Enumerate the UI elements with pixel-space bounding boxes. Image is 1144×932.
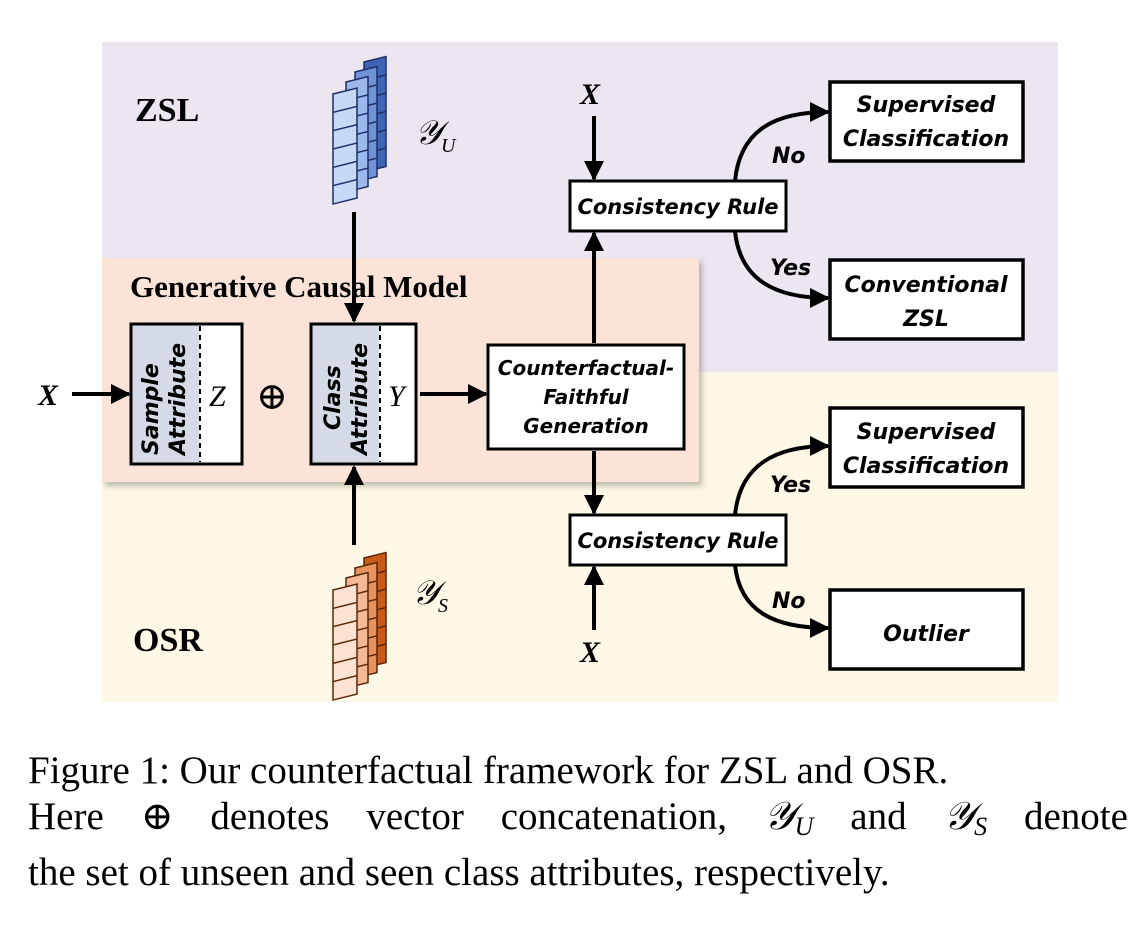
svg-text:Consistency Rule: Consistency Rule xyxy=(577,195,778,219)
concat-symbol: ⊕ xyxy=(256,376,288,418)
vector-cell-divider xyxy=(333,638,357,646)
svg-text:Faithful: Faithful xyxy=(543,385,629,409)
edge-label-top-no: No xyxy=(772,144,806,169)
x-input-top: X xyxy=(579,78,601,111)
sample-attribute-label-1: Sample xyxy=(139,363,164,455)
arrows xyxy=(72,102,830,638)
vector-cell-divider xyxy=(333,619,357,628)
svg-text:Counterfactual-: Counterfactual- xyxy=(498,356,674,380)
supervised-classification-bottom-box: Supervised Classification xyxy=(828,406,1025,489)
zsl-label: ZSL xyxy=(135,92,199,129)
vector-cell-divider xyxy=(333,178,357,187)
x-input-left: X xyxy=(37,379,59,412)
framework-diagram: ZSL OSR Generative Causal Model 𝒴 U xyxy=(37,42,1058,702)
svg-text:Conventional: Conventional xyxy=(844,273,1008,298)
svg-text:Generation: Generation xyxy=(523,414,649,438)
unseen-class-attributes-icon xyxy=(332,55,387,205)
svg-text:Supervised: Supervised xyxy=(857,420,996,445)
caption-line-1: Figure 1: Our counterfactual framework f… xyxy=(28,749,949,792)
osr-label: OSR xyxy=(133,622,203,659)
edge-label-top-yes: Yes xyxy=(770,256,811,281)
x-input-bottom: X xyxy=(579,636,601,669)
svg-text:U: U xyxy=(441,135,457,157)
vector-cell-divider xyxy=(333,160,357,169)
seen-class-attributes-icon xyxy=(332,551,387,701)
counterfactual-faithful-generation-box: Counterfactual- Faithful Generation xyxy=(486,343,686,451)
figure-caption: Figure 1: Our counterfactual framework f… xyxy=(28,748,1128,896)
vector-cell-divider xyxy=(333,656,357,665)
y-symbol: Y xyxy=(388,380,408,413)
vector-cell-divider xyxy=(333,601,357,610)
caption-line-2: Here ⊕ denotes vector concatenation, 𝒴U … xyxy=(28,794,1128,850)
consistency-rule-top-box: Consistency Rule xyxy=(568,179,788,233)
vector-cell-divider xyxy=(333,674,357,683)
vector-cell-divider xyxy=(333,142,357,150)
z-symbol: Z xyxy=(209,380,226,413)
svg-text:Supervised: Supervised xyxy=(857,93,996,118)
consistency-rule-bottom-box: Consistency Rule xyxy=(568,513,788,567)
edge-label-bottom-no: No xyxy=(772,589,806,614)
vector-cell-divider xyxy=(333,123,357,132)
class-attribute-label-1: Class xyxy=(321,365,346,430)
svg-text:S: S xyxy=(438,595,448,617)
class-attribute-label-2: Attribute xyxy=(348,343,373,457)
svg-text:Outlier: Outlier xyxy=(883,622,970,647)
gcm-title: Generative Causal Model xyxy=(130,269,468,304)
svg-text:Consistency Rule: Consistency Rule xyxy=(577,529,778,553)
vector-cell-divider xyxy=(333,105,357,114)
svg-text:Classification: Classification xyxy=(843,454,1009,479)
svg-text:ZSL: ZSL xyxy=(902,307,949,332)
sample-attribute-label-2: Attribute xyxy=(166,343,191,457)
sample-attribute-box: Sample Attribute Z xyxy=(129,322,244,466)
supervised-classification-top-box: Supervised Classification xyxy=(828,80,1025,163)
class-attribute-box: Class Attribute Y xyxy=(309,322,418,466)
svg-text:Classification: Classification xyxy=(843,127,1009,152)
caption-ys: 𝒴S xyxy=(943,795,988,841)
conventional-zsl-box: Conventional ZSL xyxy=(828,258,1025,341)
outlier-box: Outlier xyxy=(828,588,1025,671)
caption-line-3: the set of unseen and seen class attribu… xyxy=(28,851,890,894)
edge-label-bottom-yes: Yes xyxy=(770,473,811,498)
caption-yu: 𝒴U xyxy=(763,795,814,841)
